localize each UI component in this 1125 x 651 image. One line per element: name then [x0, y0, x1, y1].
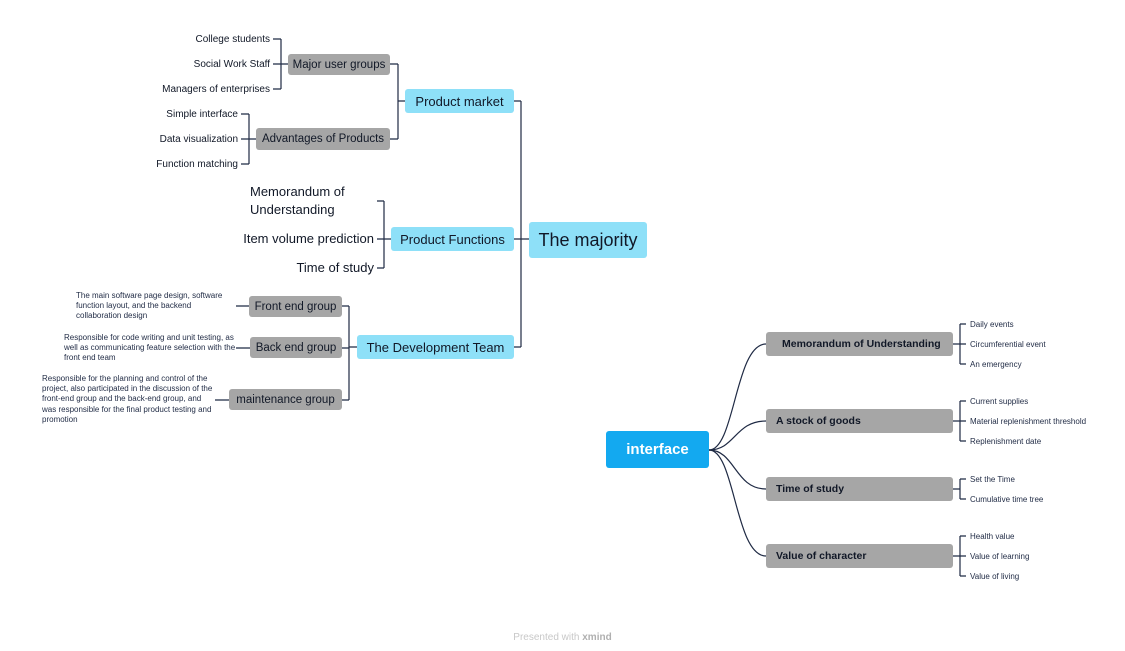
branch-value-of-character[interactable]: Value of character	[766, 544, 953, 568]
leaf-data-visualization[interactable]: Data visualization	[159, 133, 238, 145]
leaf-health-value[interactable]: Health value	[970, 531, 1015, 541]
footer-prefix: Presented with	[513, 632, 580, 643]
leaf-time-of-study[interactable]: Time of study	[296, 260, 374, 275]
note-front-end-group: The main software page design, software …	[76, 291, 223, 321]
leaf-value-of-living[interactable]: Value of living	[970, 571, 1020, 581]
leaf-managers-of-enterprises[interactable]: Managers of enterprises	[162, 83, 270, 95]
subtopic-advantages-of-products[interactable]: Advantages of Products	[256, 128, 390, 150]
leaf-simple-interface[interactable]: Simple interface	[166, 108, 238, 120]
topic-development-team[interactable]: The Development Team	[357, 335, 514, 359]
branch-time-of-study[interactable]: Time of study	[766, 477, 953, 501]
leaf-value-of-learning[interactable]: Value of learning	[970, 551, 1030, 561]
footer-credit: Presented with xmind	[0, 632, 1125, 643]
leaf-social-work-staff[interactable]: Social Work Staff	[193, 58, 270, 70]
branch-memorandum-of-understanding[interactable]: Memorandum of Understanding	[766, 332, 953, 356]
xmind-logo-text: xmind	[582, 632, 612, 643]
leaf-current-supplies[interactable]: Current supplies	[970, 396, 1029, 406]
subtopic-maintenance-group[interactable]: maintenance group	[229, 389, 342, 410]
leaf-material-replenishment-threshold[interactable]: Material replenishment threshold	[970, 416, 1087, 426]
leaf-item-volume-prediction[interactable]: Item volume prediction	[243, 231, 374, 246]
leaf-function-matching[interactable]: Function matching	[156, 158, 238, 170]
leaf-replenishment-date[interactable]: Replenishment date	[970, 436, 1042, 446]
leaf-memorandum-of-understanding[interactable]: Memorandum of Understanding	[250, 184, 345, 217]
subtopic-major-user-groups[interactable]: Major user groups	[288, 54, 390, 75]
leaf-college-students[interactable]: College students	[195, 33, 271, 45]
leaf-daily-events[interactable]: Daily events	[970, 319, 1014, 329]
topic-product-market[interactable]: Product market	[405, 89, 514, 113]
interface-root-topic[interactable]: interface	[606, 431, 709, 468]
note-maintenance-group: Responsible for the planning and control…	[42, 374, 213, 424]
leaf-set-the-time[interactable]: Set the Time	[970, 474, 1015, 484]
subtopic-front-end-group[interactable]: Front end group	[249, 296, 342, 317]
branch-a-stock-of-goods[interactable]: A stock of goods	[766, 409, 953, 433]
note-back-end-group: Responsible for code writing and unit te…	[64, 333, 236, 363]
leaf-cumulative-time-tree[interactable]: Cumulative time tree	[970, 494, 1044, 504]
central-topic[interactable]: The majority	[529, 222, 647, 258]
subtopic-back-end-group[interactable]: Back end group	[250, 337, 342, 358]
leaf-an-emergency[interactable]: An emergency	[970, 359, 1022, 369]
leaf-circumferential-event[interactable]: Circumferential event	[970, 339, 1046, 349]
topic-product-functions[interactable]: Product Functions	[391, 227, 514, 251]
